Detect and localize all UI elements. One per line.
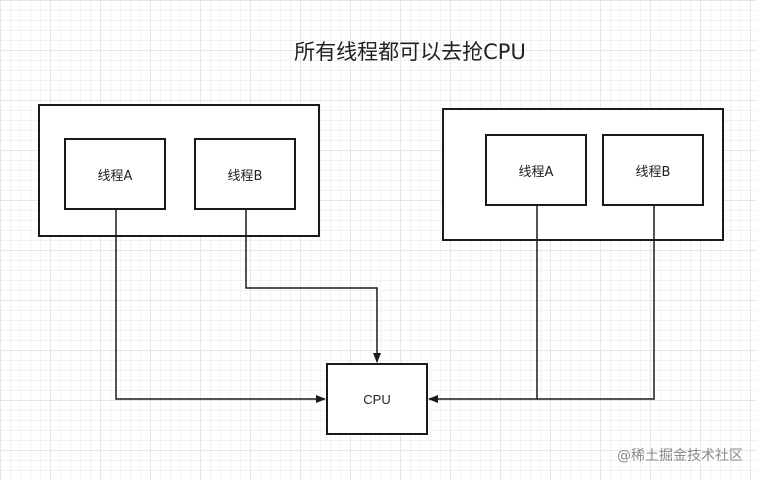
thread-b-left: 线程B xyxy=(194,138,296,210)
watermark: @稀土掘金技术社区 xyxy=(617,448,743,464)
thread-a-right: 线程A xyxy=(485,134,587,206)
edge-left-b-to-cpu xyxy=(245,210,381,363)
edge-right-b-to-cpu xyxy=(537,206,655,400)
thread-a-left: 线程A xyxy=(64,138,166,210)
edge-left-a-to-cpu xyxy=(115,210,326,403)
edge-right-a-to-cpu xyxy=(428,206,538,403)
cpu-box: CPU xyxy=(326,363,428,435)
diagram-title: 所有线程都可以去抢CPU xyxy=(294,40,526,64)
thread-b-right: 线程B xyxy=(602,134,704,206)
